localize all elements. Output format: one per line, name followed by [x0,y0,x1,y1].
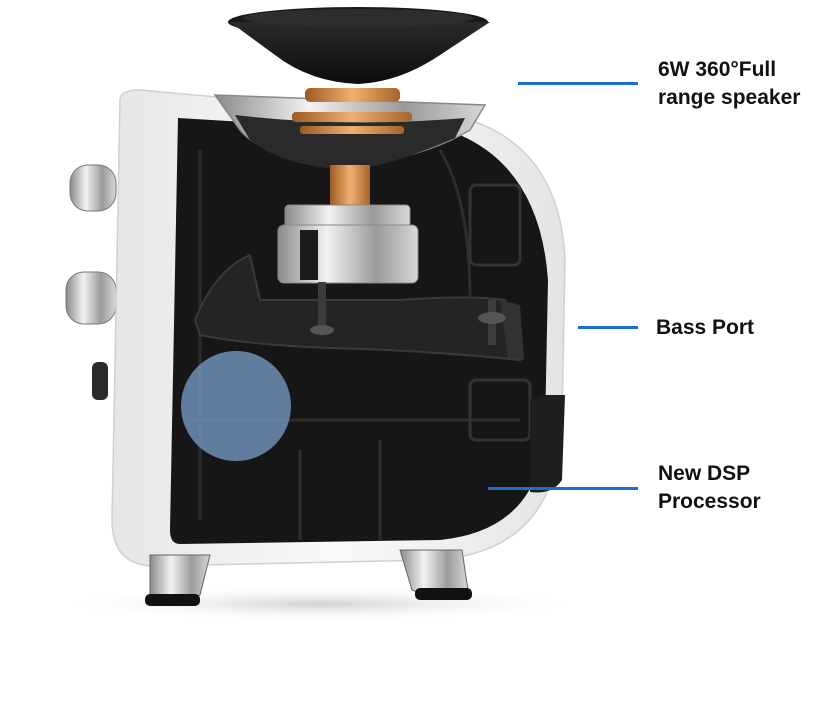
callout-bass-port: Bass Port [656,314,754,342]
callout-bass-line1: Bass Port [656,316,755,339]
callout-dsp-line2: Processor [658,490,761,513]
interior-structure [190,149,532,540]
callout-full-range-speaker: 6W 360°Full range speaker [658,56,800,112]
highlight-circle [181,351,291,461]
bass-port [193,253,522,362]
floor-shadow [50,586,590,622]
callout-speaker-line2: range speaker [658,86,801,109]
callout-line-speaker [518,82,638,85]
mounting-screws [310,282,506,345]
rear-panel-module [530,395,565,493]
voice-coil [292,112,412,122]
speaker-feet [145,549,472,606]
callout-line-bass-port [578,326,638,329]
top-cone [228,7,490,84]
bass-port-opening [500,300,524,360]
callout-dsp-processor: New DSP Processor [658,460,761,516]
callout-dsp-line1: New DSP [658,462,751,485]
callout-speaker-line1: 6W 360°Full [658,58,777,81]
pole-piece [330,165,370,210]
callout-line-dsp [488,487,638,490]
magnet [277,224,419,284]
side-knobs [65,164,117,400]
